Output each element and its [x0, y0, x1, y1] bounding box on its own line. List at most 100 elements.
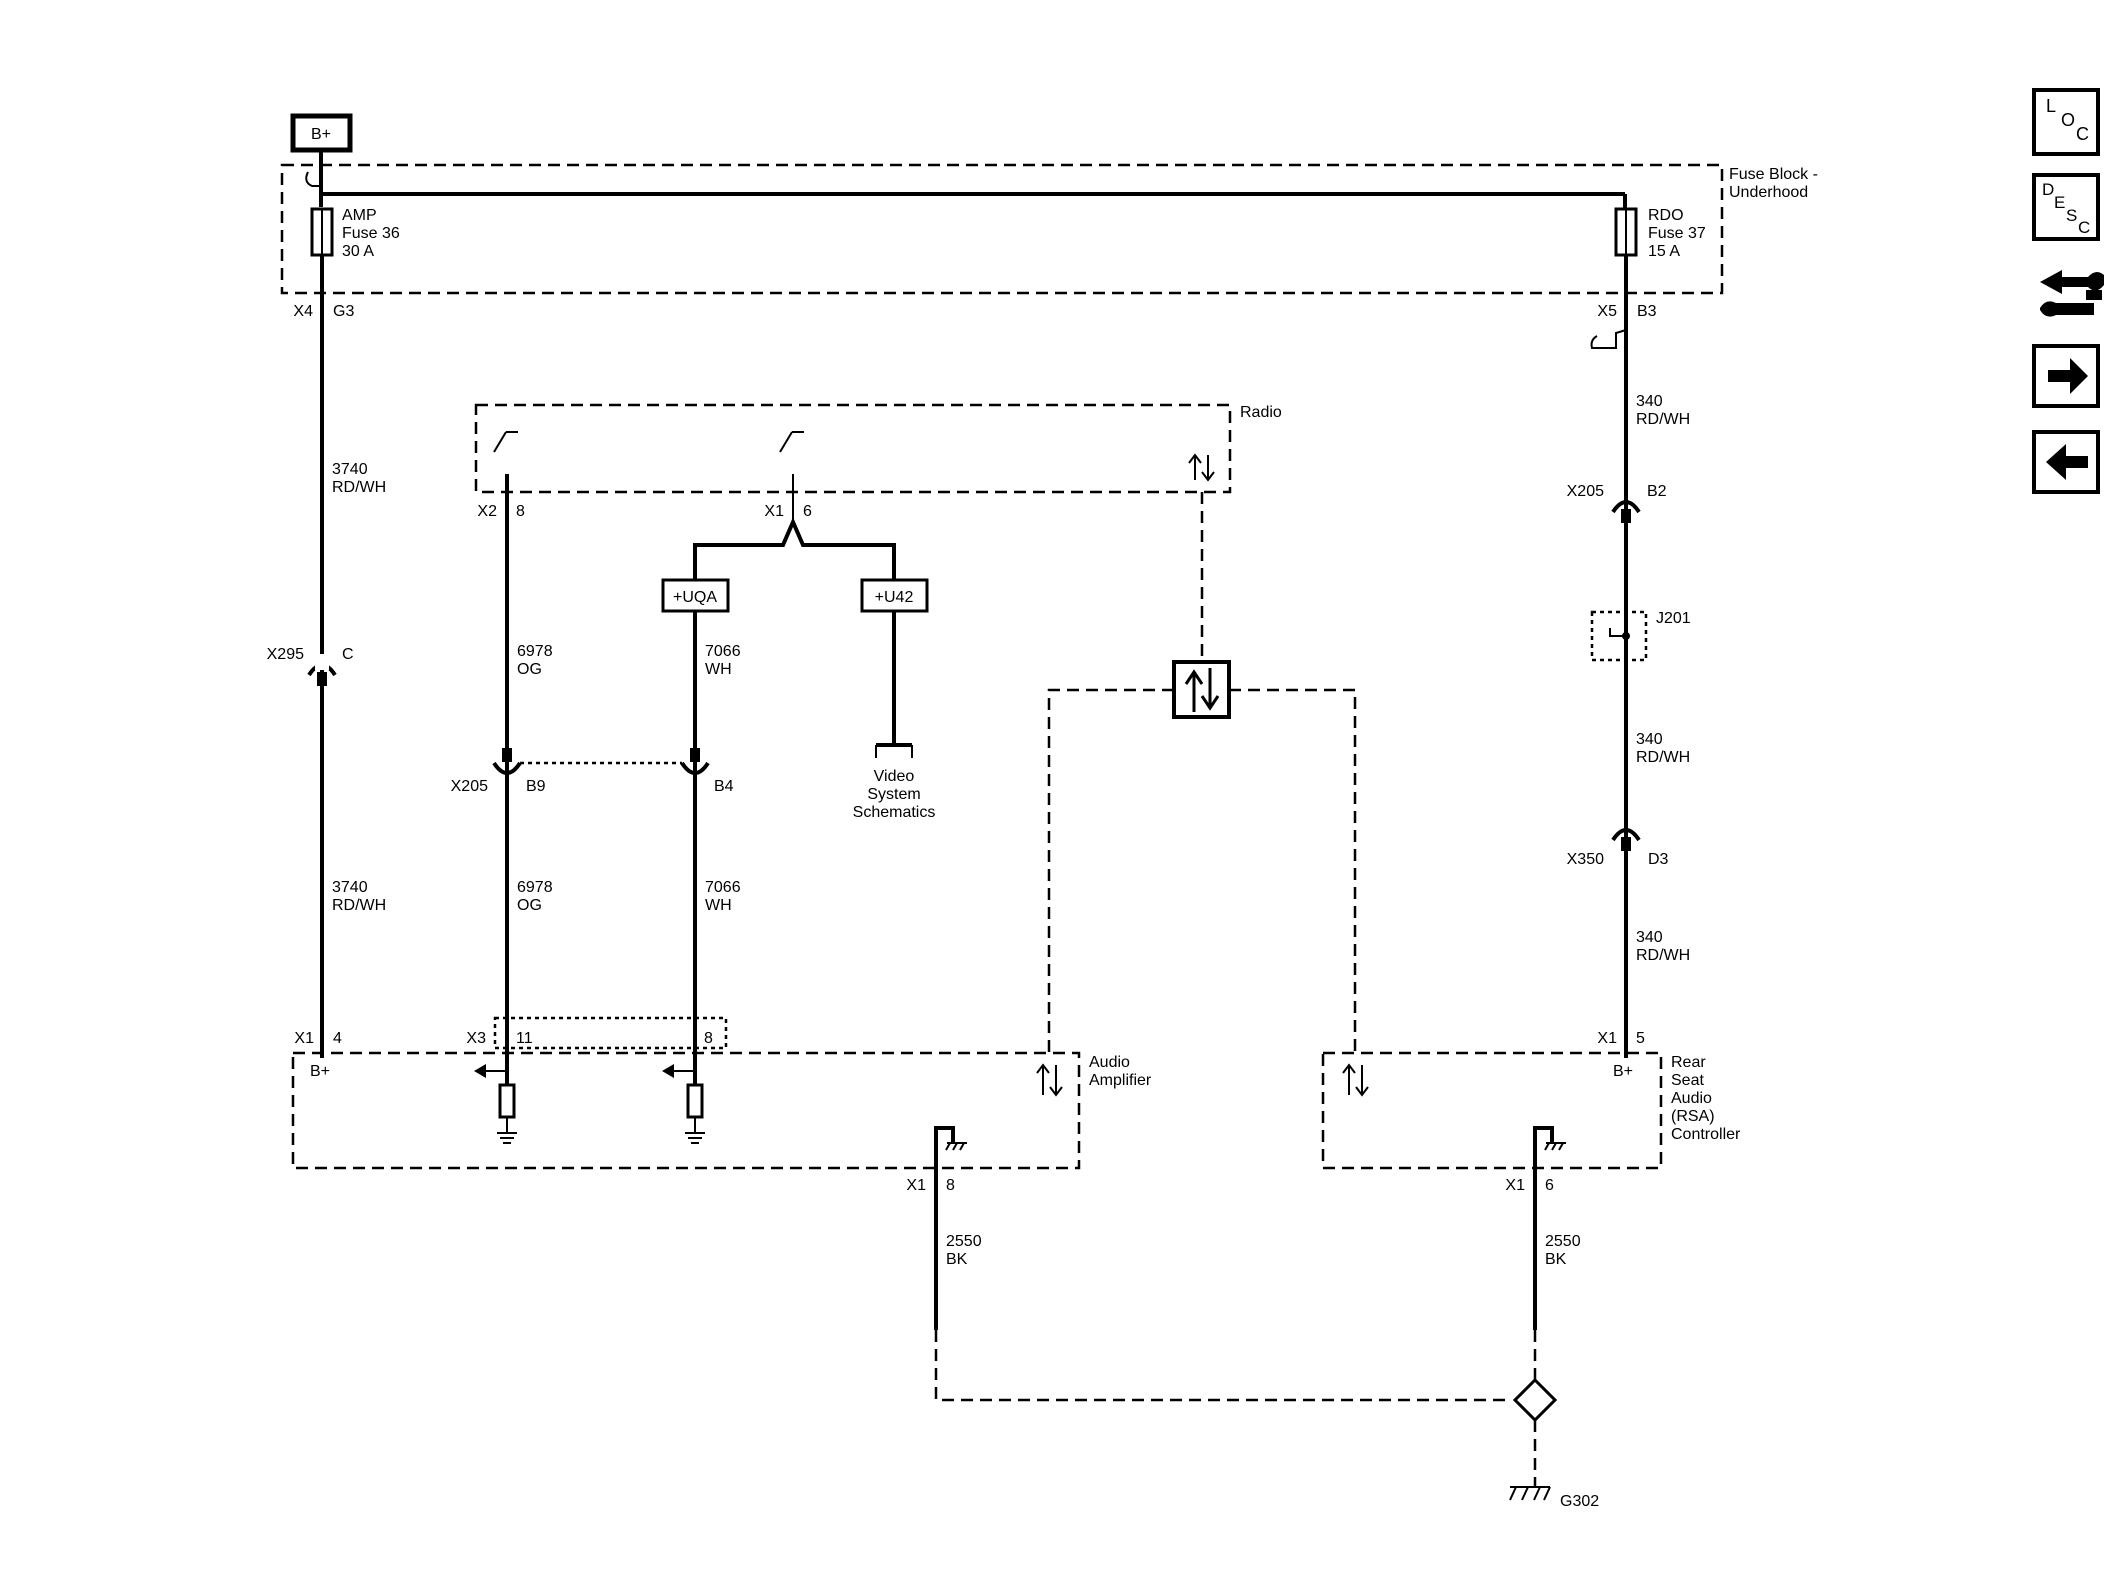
amp-x3-pin-11: 11	[516, 1030, 533, 1047]
wire-7066-color-lower: WH	[705, 897, 732, 914]
desc-letter-s: S	[2066, 206, 2077, 225]
rsa-label-line5: Controller	[1671, 1126, 1741, 1143]
amp-input-7066-resistor	[662, 1058, 705, 1144]
option-uqa-label: +UQA	[673, 589, 717, 606]
amp-x1-connector: X1	[294, 1030, 314, 1047]
wire-2550-number-left: 2550	[946, 1233, 982, 1250]
amp-fuse-name: AMP	[342, 207, 377, 224]
fuse-block-label: Fuse Block -	[1729, 166, 1818, 183]
wire-6978-number-upper: 6978	[517, 643, 553, 660]
wire-340-color-1: RD/WH	[1636, 411, 1690, 428]
amp-fuse-connector: X4	[293, 303, 313, 320]
amp-x3-connector: X3	[466, 1030, 486, 1047]
amp-x3-pin-8: 8	[704, 1030, 713, 1047]
desc-button[interactable]: D E S C	[2032, 173, 2100, 241]
x205-b9-connector	[492, 748, 522, 775]
g302-ground-icon	[1509, 1486, 1551, 1501]
wire-340-number-3: 340	[1636, 929, 1663, 946]
video-system-reference[interactable]: Video System Schematics	[853, 768, 936, 821]
audio-amplifier-label: Audio	[1089, 1054, 1130, 1071]
wire-3740-color-lower: RD/WH	[332, 897, 386, 914]
right-arrow-icon	[2048, 358, 2088, 394]
loc-letter-c: C	[2076, 124, 2089, 144]
ground-splice-diamond	[1512, 1377, 1558, 1423]
rsa-label-line2: Seat	[1671, 1072, 1704, 1089]
radio-left-pin: 8	[516, 503, 525, 520]
amp-fuse-number: Fuse 36	[342, 225, 400, 242]
wire-2550-color-left: BK	[946, 1251, 968, 1268]
wire-7066-number-upper: 7066	[705, 643, 741, 660]
x205-b4-connector	[680, 748, 710, 775]
wire-7066-number-lower: 7066	[705, 879, 741, 896]
wire-3740-number-lower: 3740	[332, 879, 368, 896]
x350-label: X350	[1567, 851, 1604, 868]
radio-mid-pin: 6	[803, 503, 812, 520]
video-ref-line1: Video	[874, 768, 915, 785]
radio-switch-left	[493, 431, 518, 453]
amp-x1-pin: 4	[333, 1030, 342, 1047]
rsa-serial-data-icon	[1342, 1063, 1369, 1097]
amp-serial-data-icon	[1036, 1063, 1063, 1097]
rsa-bplus-label: B+	[1613, 1063, 1633, 1080]
fuse-block-sublabel: Underhood	[1729, 184, 1808, 201]
rsa-ground-connector: X1	[1505, 1177, 1525, 1194]
rdo-fuse-connector: X5	[1597, 303, 1617, 320]
loc-letter-l: L	[2046, 96, 2056, 116]
radio-module-box	[474, 403, 1232, 494]
rdo-fuse-pin: B3	[1637, 303, 1657, 320]
fuse-block-box	[280, 163, 1724, 295]
j201-splice	[1590, 610, 1648, 662]
radio-serial-data-icon	[1188, 453, 1215, 482]
rsa-label-line3: Audio	[1671, 1090, 1712, 1107]
left-arrow-icon	[2046, 444, 2088, 480]
amp-fuse-pin: G3	[333, 303, 354, 320]
x205-right-label: X205	[1567, 483, 1604, 500]
rdo-fuse-number: Fuse 37	[1648, 225, 1706, 242]
wire-340-number-1: 340	[1636, 393, 1663, 410]
loc-letter-o: O	[2061, 110, 2075, 130]
rsa-chassis-ground-icon	[1533, 1126, 1566, 1200]
wire-3740-number-upper: 3740	[332, 461, 368, 478]
wire-6978-color-upper: OG	[517, 661, 542, 678]
amp-ground-pin: 8	[946, 1177, 955, 1194]
g302-label: G302	[1560, 1493, 1599, 1510]
rdo-fuse-name: RDO	[1648, 207, 1684, 224]
x205-b2-pin: B2	[1647, 483, 1667, 500]
next-page-button[interactable]	[2032, 344, 2100, 408]
previous-page-button[interactable]	[2032, 430, 2100, 494]
x205-left-label: X205	[451, 778, 488, 795]
x205-b9-pin: B9	[526, 778, 546, 795]
radio-mid-connector: X1	[764, 503, 784, 520]
radio-label: Radio	[1240, 404, 1282, 421]
desc-letter-c: C	[2078, 218, 2090, 237]
wire-7066-color-upper: WH	[705, 661, 732, 678]
wire-340-number-2: 340	[1636, 731, 1663, 748]
battery-power-source: B+	[290, 113, 353, 153]
amp-ground-connector: X1	[906, 1177, 926, 1194]
connector-tool-icon	[2040, 270, 2104, 317]
rsa-label-line1: Rear	[1671, 1054, 1706, 1071]
connector-end-view-button[interactable]	[2040, 270, 2104, 317]
amp-input-6978-resistor	[474, 1058, 517, 1144]
rsa-ground-pin: 6	[1545, 1177, 1554, 1194]
rdo-fuse-rating: 15 A	[1648, 243, 1680, 260]
battery-label: B+	[311, 126, 331, 143]
wire-340-color-2: RD/WH	[1636, 749, 1690, 766]
wire-6978-color-lower: OG	[517, 897, 542, 914]
loc-button[interactable]: L O C	[2032, 88, 2100, 156]
radio-switch-mid	[779, 431, 804, 453]
rsa-controller-box	[1321, 1051, 1663, 1170]
x205-b4-pin: B4	[714, 778, 734, 795]
option-uqa-box: +UQA	[661, 578, 730, 613]
x350-d3-connector	[1611, 828, 1641, 851]
wire-3740-color-upper: RD/WH	[332, 479, 386, 496]
x295-label: X295	[267, 646, 304, 663]
option-u42-label: +U42	[875, 589, 914, 606]
x205-b2-connector	[1611, 500, 1641, 523]
wire-340-color-3: RD/WH	[1636, 947, 1690, 964]
video-ref-line2: System	[867, 786, 920, 803]
amp-chassis-ground-icon	[934, 1126, 967, 1200]
audio-amplifier-label2: Amplifier	[1089, 1072, 1152, 1089]
amp-fuse-rating: 30 A	[342, 243, 374, 260]
desc-letter-e: E	[2054, 193, 2065, 212]
